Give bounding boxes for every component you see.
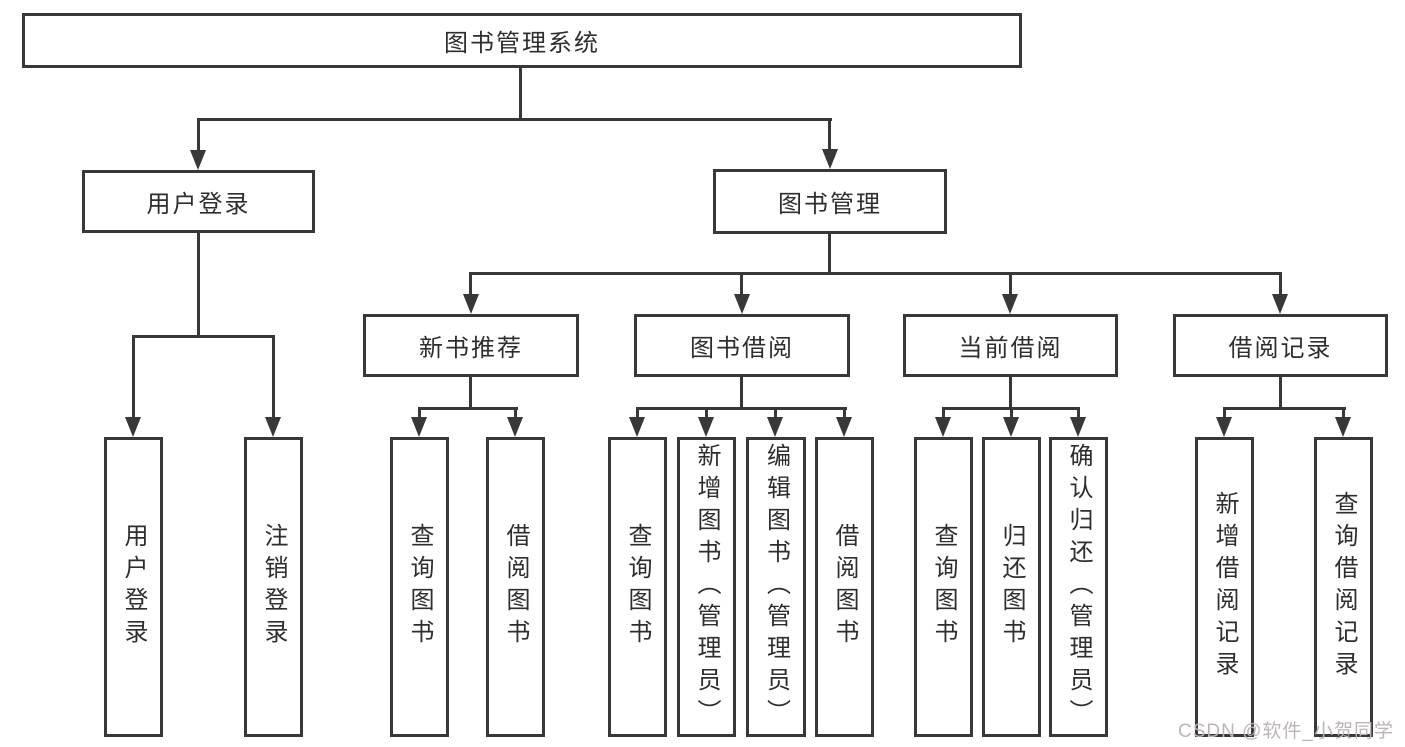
arrow-down-icon (411, 417, 427, 437)
connector-hline (1223, 407, 1346, 410)
node-new-book-recommend-label: 新书推荐 (419, 335, 523, 362)
leaf-query-books-recommend: 查询图书 (390, 437, 449, 737)
connector-vline (843, 407, 846, 419)
connector-vline (828, 234, 831, 275)
connector-vline (469, 272, 472, 296)
leaf-confirm-return-admin-label: 确认归还（管理员） (1065, 443, 1092, 731)
leaf-edit-book-admin-label: 编辑图书（管理员） (762, 443, 790, 731)
leaf-return-book-label: 归还图书 (998, 523, 1025, 651)
node-current-borrowing-label: 当前借阅 (958, 335, 1063, 362)
connector-hline (418, 407, 518, 410)
connector-vline (1279, 377, 1282, 409)
arrow-down-icon (265, 417, 281, 437)
connector-vline (636, 407, 639, 419)
leaf-return-book: 归还图书 (982, 437, 1041, 737)
connector-hline (132, 335, 275, 338)
arrow-down-icon (836, 417, 852, 437)
connector-vline (514, 407, 517, 419)
arrow-down-icon (1272, 294, 1288, 314)
leaf-query-books-current: 查询图书 (914, 437, 973, 737)
arrow-down-icon (629, 417, 645, 437)
node-new-book-recommend: 新书推荐 (363, 314, 579, 377)
arrow-down-icon (1003, 417, 1019, 437)
arrow-down-icon (1070, 417, 1086, 437)
leaf-query-books-current-label: 查询图书 (930, 523, 957, 651)
connector-vline (1223, 407, 1226, 419)
connector-vline (1009, 272, 1012, 296)
leaf-query-books-recommend-label: 查询图书 (406, 523, 433, 651)
arrow-down-icon (190, 150, 206, 170)
node-borrowing-records: 借阅记录 (1173, 314, 1388, 377)
leaf-logout-label: 注销登录 (260, 523, 287, 651)
connector-vline (740, 377, 743, 409)
arrow-down-icon (734, 294, 750, 314)
connector-vline (1009, 377, 1012, 409)
connector-vline (197, 233, 200, 337)
arrow-down-icon (822, 149, 838, 169)
leaf-borrow-books: 借阅图书 (815, 437, 874, 737)
node-book-borrowing: 图书借阅 (634, 314, 850, 377)
connector-vline (705, 407, 708, 419)
node-user-login: 用户登录 (82, 170, 315, 233)
connector-vline (132, 335, 135, 419)
leaf-add-borrow-record-label: 新增借阅记录 (1211, 491, 1238, 683)
connector-vline (740, 272, 743, 296)
connector-vline (197, 118, 200, 151)
arrow-down-icon (125, 417, 141, 437)
leaf-query-books-borrowing: 查询图书 (608, 437, 667, 737)
node-book-borrowing-label: 图书借阅 (690, 335, 794, 362)
leaf-add-borrow-record: 新增借阅记录 (1195, 437, 1254, 737)
connector-vline (418, 407, 421, 419)
node-library-system: 图书管理系统 (22, 13, 1022, 68)
leaf-query-books-borrowing-label: 查询图书 (624, 523, 651, 651)
node-book-management-label: 图书管理 (778, 191, 882, 218)
arrow-down-icon (1335, 417, 1351, 437)
arrow-down-icon (1216, 417, 1232, 437)
connector-hline (470, 272, 1282, 275)
arrow-down-icon (767, 417, 783, 437)
connector-vline (828, 118, 831, 151)
leaf-edit-book-admin: 编辑图书（管理员） (746, 437, 806, 737)
node-current-borrowing: 当前借阅 (903, 314, 1118, 377)
leaf-borrow-books-recommend: 借阅图书 (486, 437, 545, 737)
arrow-down-icon (935, 417, 951, 437)
leaf-query-borrow-record: 查询借阅记录 (1314, 437, 1373, 737)
node-user-login-label: 用户登录 (146, 191, 251, 218)
node-book-management: 图书管理 (713, 169, 947, 234)
leaf-borrow-books-label: 借阅图书 (831, 523, 858, 651)
connector-vline (1077, 407, 1080, 419)
leaf-add-book-admin: 新增图书（管理员） (677, 437, 736, 737)
leaf-logout: 注销登录 (244, 437, 303, 737)
connector-hline (636, 407, 847, 410)
connector-vline (1010, 407, 1013, 419)
leaf-borrow-books-recommend-label: 借阅图书 (502, 523, 529, 651)
arrow-down-icon (507, 417, 523, 437)
connector-vline (272, 335, 275, 419)
arrow-down-icon (1002, 294, 1018, 314)
arrow-down-icon (463, 294, 479, 314)
connector-vline (469, 377, 472, 409)
connector-vline (519, 68, 522, 120)
arrow-down-icon (698, 417, 714, 437)
leaf-confirm-return-admin: 确认归还（管理员） (1049, 437, 1108, 737)
connector-vline (1342, 407, 1345, 419)
leaf-query-borrow-record-label: 查询借阅记录 (1330, 491, 1357, 683)
node-library-system-label: 图书管理系统 (444, 30, 600, 57)
connector-hline (197, 118, 832, 121)
leaf-add-book-admin-label: 新增图书（管理员） (693, 443, 720, 731)
leaf-user-login-label: 用户登录 (120, 523, 147, 651)
watermark: CSDN @软件_小贺同学 (1178, 721, 1394, 742)
node-borrowing-records-label: 借阅记录 (1228, 335, 1333, 362)
connector-vline (942, 407, 945, 419)
connector-vline (1279, 272, 1282, 296)
leaf-user-login: 用户登录 (104, 437, 163, 737)
connector-vline (774, 407, 777, 419)
